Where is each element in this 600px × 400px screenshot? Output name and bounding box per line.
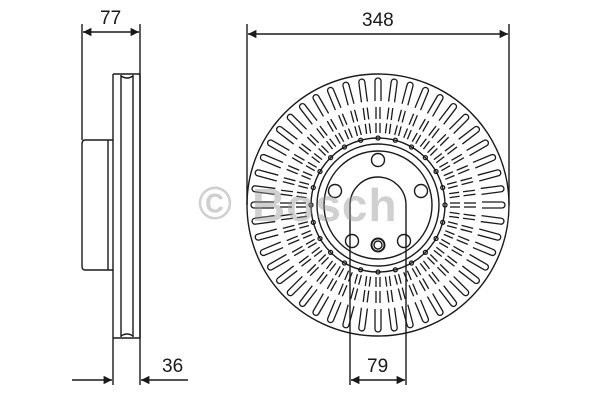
dimension-label-79: 79 (367, 356, 389, 377)
dimension-label-36: 36 (162, 356, 184, 377)
ventilation-slots (250, 77, 506, 333)
dimension-label-77: 77 (100, 8, 122, 29)
side-view (81, 24, 141, 385)
watermark-copyright: © (198, 177, 233, 229)
front-view (246, 24, 510, 385)
watermark-bosch: Bosch (252, 179, 398, 231)
dimension-label-348: 348 (362, 10, 394, 31)
